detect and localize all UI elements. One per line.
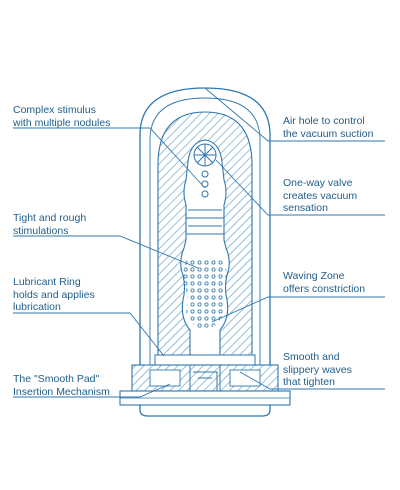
leader-lines: [13, 87, 385, 398]
label-waving-line-2: offers constriction: [283, 282, 366, 295]
nodule-texture: [183, 260, 227, 330]
tight-ribs: [186, 209, 224, 235]
leader-nodules: [13, 127, 206, 189]
label-lubricant-line-3: lubrication: [13, 301, 61, 313]
one-way-valve: [193, 143, 217, 167]
leader-valve: [215, 159, 385, 216]
label-valve-line-3: sensation: [283, 202, 328, 214]
label-smooth-pad-line-1: The "Smooth Pad": [13, 373, 100, 385]
leader-air-hole: [204, 87, 385, 142]
label-waving-line-1: Waving Zone: [283, 270, 345, 282]
label-smooth-pad-line-2: Insertion Mechanism: [13, 385, 110, 398]
label-waves-line-3: that tighten: [283, 376, 335, 388]
label-valve: One-way valve creates vacuum sensation: [283, 177, 357, 215]
air-channel-holes: [201, 170, 209, 198]
lubricant-ring: [154, 354, 256, 366]
leader-lubricant: [13, 312, 165, 357]
leader-waving: [211, 296, 385, 323]
label-lubricant-line-1: Lubricant Ring: [13, 276, 81, 288]
label-valve-line-1: One-way valve: [283, 177, 353, 189]
label-tight: Tight and rough stimulations: [13, 212, 86, 237]
label-air-hole-line-1: Air hole to control: [283, 115, 365, 127]
label-tight-line-2: stimulations: [13, 224, 69, 237]
label-nodules: Complex stimulus with multiple nodules: [13, 104, 110, 129]
leader-tight: [13, 235, 199, 269]
label-valve-line-2: creates vacuum: [283, 189, 358, 202]
label-waves-line-2: slippery waves: [283, 363, 352, 376]
label-smooth-pad: The "Smooth Pad" Insertion Mechanism: [13, 373, 110, 398]
label-lubricant: Lubricant Ring holds and applies lubrica…: [13, 276, 95, 314]
label-lubricant-line-2: holds and applies: [13, 288, 95, 301]
label-nodules-line-1: Complex stimulus: [13, 104, 96, 116]
leader-smooth-pad: [13, 383, 171, 398]
label-waving: Waving Zone offers constriction: [283, 270, 365, 295]
label-air-hole-line-2: the vacuum suction: [283, 127, 374, 140]
label-tight-line-1: Tight and rough: [13, 212, 87, 224]
label-air-hole: Air hole to control the vacuum suction: [283, 115, 373, 140]
label-waves-line-1: Smooth and: [283, 351, 340, 363]
leader-waves: [239, 371, 385, 390]
smooth-pad-base: [119, 364, 291, 406]
inner-shell-line: [149, 97, 261, 400]
label-nodules-line-2: with multiple nodules: [13, 116, 111, 129]
label-waves: Smooth and slippery waves that tighten: [283, 351, 352, 389]
